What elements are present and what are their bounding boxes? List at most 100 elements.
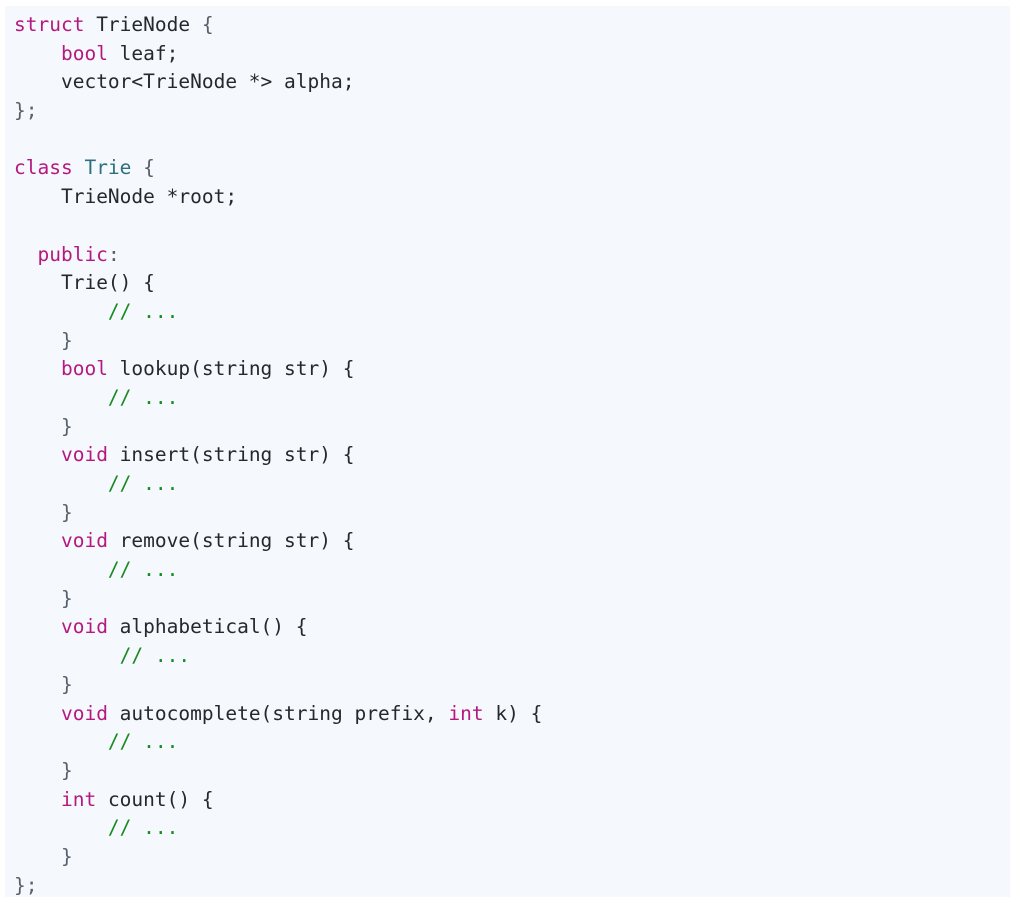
code-token: bool	[60, 41, 108, 65]
code-token	[14, 529, 61, 552]
code-line: }	[14, 413, 1010, 442]
code-token	[14, 558, 108, 581]
code-line: }	[14, 327, 1010, 356]
code-line	[14, 126, 1010, 155]
code-token: };	[14, 873, 38, 897]
code-token: {	[131, 156, 155, 180]
code-block: struct TrieNode { bool leaf; vector<Trie…	[5, 6, 1010, 897]
code-token: // ...	[107, 816, 179, 840]
code-token	[14, 615, 61, 638]
code-token	[14, 702, 61, 725]
code-line: void insert(string str) {	[14, 441, 1010, 470]
code-line	[14, 212, 1010, 241]
code-token: }	[60, 500, 73, 524]
code-token	[14, 644, 120, 667]
code-token: {	[201, 13, 214, 36]
code-token	[14, 357, 61, 380]
code-token: }	[60, 672, 73, 696]
code-line: void alphabetical() {	[14, 613, 1010, 642]
code-line: }	[14, 499, 1010, 528]
code-line: vector<TrieNode *> alpha;	[14, 68, 1010, 97]
code-token	[14, 759, 61, 782]
code-line: bool lookup(string str) {	[14, 355, 1010, 384]
code-token: public	[37, 242, 108, 266]
code-token	[14, 673, 61, 696]
code-token: }	[60, 414, 73, 438]
code-token	[14, 587, 61, 610]
code-line: }	[14, 671, 1010, 700]
code-token	[14, 788, 61, 811]
code-token: // ...	[119, 644, 191, 668]
code-line: bool leaf;	[14, 40, 1010, 69]
code-token: lookup(string str) {	[107, 357, 355, 381]
code-line: class Trie {	[14, 154, 1010, 183]
code-line: // ...	[14, 384, 1010, 413]
code-token	[14, 329, 61, 352]
code-token: remove(string str) {	[107, 529, 355, 553]
code-line: public:	[14, 241, 1010, 270]
code-token: TrieNode	[84, 13, 202, 36]
code-token: k) {	[483, 701, 543, 725]
code-line: }	[14, 843, 1010, 872]
code-token: }	[60, 758, 73, 782]
code-token: struct	[14, 13, 85, 36]
code-token: Trie	[84, 156, 132, 180]
code-token: :	[107, 242, 120, 266]
code-token: }	[60, 844, 73, 868]
code-token	[14, 415, 61, 438]
code-token: alphabetical() {	[107, 615, 308, 639]
code-token: class	[14, 156, 73, 180]
code-token: // ...	[107, 472, 179, 495]
code-token: int	[60, 787, 97, 811]
code-token: // ...	[107, 558, 179, 582]
code-token: void	[60, 701, 108, 725]
code-token: // ...	[107, 299, 179, 323]
code-token	[14, 70, 61, 93]
code-line: int count() {	[14, 786, 1010, 815]
code-token: // ...	[107, 385, 179, 409]
code-token: };	[14, 99, 38, 123]
code-token	[73, 156, 85, 179]
code-token	[14, 816, 108, 839]
code-line: }	[14, 757, 1010, 786]
code-token: leaf;	[107, 41, 179, 65]
code-line: };	[14, 97, 1010, 126]
code-line: // ...	[14, 814, 1010, 843]
code-token: // ...	[107, 730, 179, 754]
code-token: Trie() {	[60, 271, 155, 295]
code-token	[14, 243, 37, 266]
code-line: };	[14, 872, 1010, 900]
code-token: bool	[60, 357, 108, 381]
code-token: int	[448, 701, 484, 725]
code-token: insert(string str) {	[107, 443, 355, 467]
code-line: // ...	[14, 556, 1010, 585]
code-token	[14, 386, 108, 409]
code-token: void	[60, 615, 108, 639]
code-token: TrieNode *root;	[60, 185, 238, 209]
code-line: Trie() {	[14, 269, 1010, 298]
code-line: // ...	[14, 298, 1010, 327]
code-token: count() {	[96, 787, 214, 811]
code-line: // ...	[14, 470, 1010, 499]
code-token: }	[60, 586, 73, 610]
code-token	[14, 185, 61, 208]
code-line: TrieNode *root;	[14, 183, 1010, 212]
code-token	[14, 443, 61, 466]
code-token: vector<TrieNode *> alpha;	[60, 70, 355, 94]
code-line: }	[14, 585, 1010, 614]
code-token	[14, 271, 61, 294]
code-token	[14, 730, 108, 753]
code-token	[14, 501, 61, 524]
code-token: }	[60, 328, 73, 352]
code-token: void	[60, 529, 108, 553]
code-token	[14, 472, 108, 495]
code-token	[14, 300, 108, 323]
code-line: // ...	[14, 728, 1010, 757]
code-token	[14, 42, 61, 65]
code-token: void	[60, 443, 108, 467]
code-line: struct TrieNode {	[14, 11, 1010, 40]
code-line: // ...	[14, 642, 1010, 671]
code-token	[14, 845, 61, 868]
code-line: void remove(string str) {	[14, 527, 1010, 556]
code-token: autocomplete(string prefix,	[107, 701, 449, 725]
